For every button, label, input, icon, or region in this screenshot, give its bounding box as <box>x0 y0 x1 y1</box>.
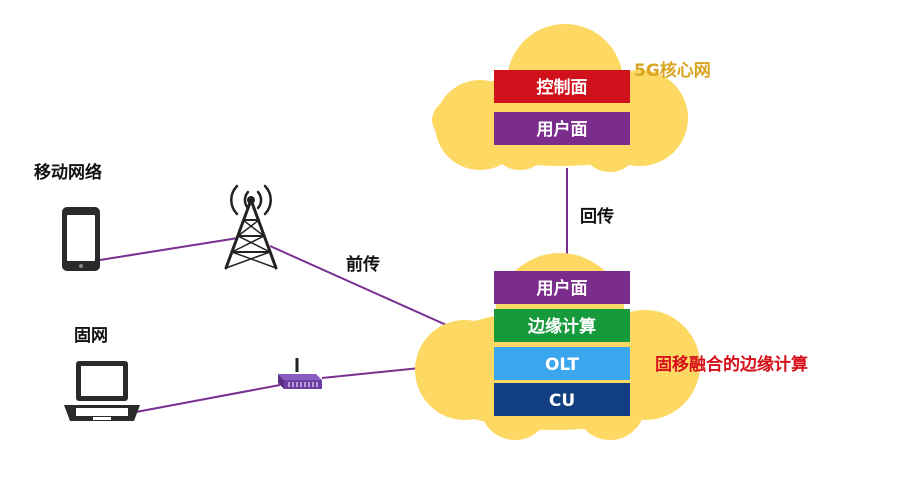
link-tower-edge <box>269 245 463 333</box>
laptop-icon <box>64 361 140 421</box>
link-phone-tower <box>99 237 239 261</box>
mobile-network-label: 移动网络 <box>34 162 102 183</box>
core-cloud-label: 5G核心网 <box>634 60 711 81</box>
edge-layer-3: CU <box>494 383 630 416</box>
core-layer-0: 控制面 <box>494 70 630 103</box>
fixed-network-label: 固网 <box>74 326 108 346</box>
connection-lines <box>99 168 568 413</box>
edge-layer-0: 用户面 <box>494 271 630 304</box>
link-laptop-router <box>135 384 281 413</box>
core-layer-1-label: 用户面 <box>537 119 588 140</box>
edge-layer-0-label: 用户面 <box>537 278 588 299</box>
router-icon <box>278 358 322 389</box>
fronthaul-label: 前传 <box>346 254 380 275</box>
cell-tower-icon <box>224 184 278 270</box>
edge-layer-1-label: 边缘计算 <box>527 316 596 337</box>
link-router-edge <box>321 367 421 379</box>
core-layer-1: 用户面 <box>494 112 630 145</box>
core-layer-0-label: 控制面 <box>537 77 588 98</box>
backhaul-label: 回传 <box>580 206 614 227</box>
edge-layer-1: 边缘计算 <box>494 309 630 342</box>
phone-icon <box>62 207 100 271</box>
edge-layer-3-label: CU <box>549 391 575 411</box>
edge-layer-2: OLT <box>494 347 630 380</box>
edge-layer-2-label: OLT <box>545 355 579 375</box>
edge-cloud-label: 固移融合的边缘计算 <box>655 354 808 375</box>
